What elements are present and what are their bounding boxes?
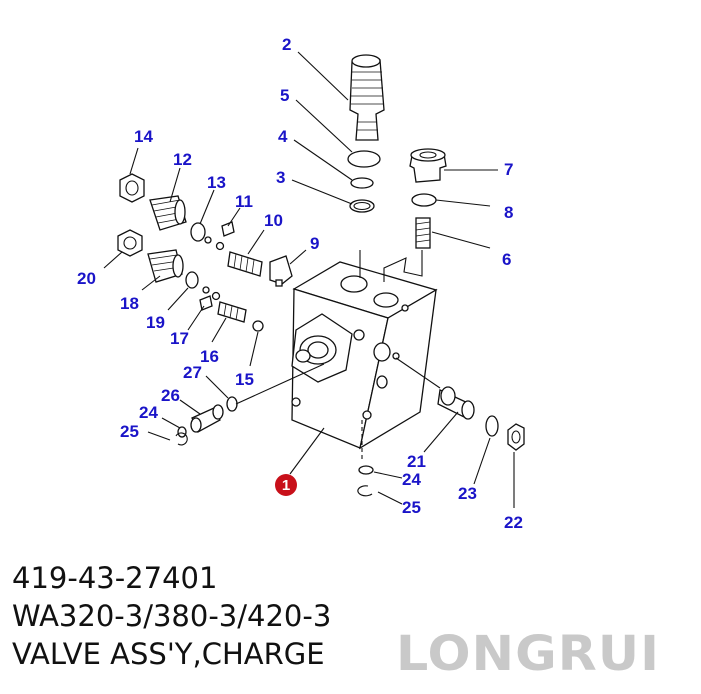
shim-part-11: [204, 221, 235, 251]
cartridge-part-2: [349, 54, 385, 141]
spring-part-6: [415, 217, 431, 249]
plug-part-7: [409, 148, 447, 183]
label-part-7: 7: [504, 160, 513, 179]
o-ring-8: [411, 193, 437, 207]
brand-watermark: LONGRUI: [396, 626, 660, 680]
spring-part-16: [217, 301, 247, 323]
main-part-badge-number: 1: [282, 477, 290, 494]
label-part-9: 9: [310, 234, 319, 253]
label-part-23: 23: [458, 484, 477, 503]
label-part-18: 18: [120, 294, 139, 313]
plug-part-21: [437, 386, 475, 420]
label-part-21: 21: [407, 452, 426, 471]
label-part-4: 4: [278, 127, 288, 146]
label-part-25-right: 25: [402, 498, 421, 517]
label-part-8: 8: [504, 203, 513, 222]
label-part-27: 27: [183, 363, 202, 382]
label-part-25-left: 25: [120, 422, 139, 441]
label-part-6: 6: [502, 250, 511, 269]
main-part-badge: 1: [275, 474, 297, 496]
nut-part-14: [119, 173, 145, 203]
o-ring-13: [190, 222, 206, 242]
label-part-3: 3: [276, 168, 285, 187]
label-part-5: 5: [280, 86, 289, 105]
shim-part-17: [199, 286, 221, 311]
o-ring-5: [347, 150, 381, 168]
label-part-2: 2: [282, 35, 291, 54]
compatible-models: WA320-3/380-3/420-3: [12, 599, 332, 633]
washer-part-24-left: [177, 426, 187, 438]
o-ring-19: [185, 271, 199, 289]
spool-part-18: [147, 249, 184, 283]
washer-part-24-right: [358, 465, 374, 475]
label-part-11: 11: [235, 192, 253, 211]
snap-ring-part-25-right: [357, 485, 373, 497]
label-part-12: 12: [173, 150, 192, 169]
part-description: VALVE ASS'Y,CHARGE: [12, 637, 325, 671]
leader-lines: [103, 51, 515, 508]
label-part-20: 20: [77, 269, 96, 288]
label-part-14: 14: [134, 127, 153, 146]
label-part-24-right: 24: [402, 470, 421, 489]
exploded-parts-diagram: 2 5 4 3 7 8 6 14 12 13 11 10 9 20 18 19 …: [77, 35, 525, 532]
watermark-text: LONGRUI: [396, 626, 660, 680]
part-labels: 2 5 4 3 7 8 6 14 12 13 11 10 9 20 18 19 …: [77, 35, 523, 532]
o-ring-23: [485, 415, 499, 437]
label-part-19: 19: [146, 313, 165, 332]
spring-part-10: [227, 251, 263, 277]
valve-body: [291, 250, 441, 462]
ring-3: [349, 199, 375, 213]
spool-part-12: [149, 195, 187, 231]
o-ring-27: [226, 396, 238, 412]
fitting-part-26: [190, 404, 224, 433]
label-part-15: 15: [235, 370, 254, 389]
label-part-10: 10: [264, 211, 283, 230]
label-part-22: 22: [504, 513, 523, 532]
label-part-17: 17: [170, 329, 189, 348]
label-part-13: 13: [207, 173, 226, 192]
label-part-16: 16: [200, 347, 219, 366]
o-ring-4: [350, 177, 374, 189]
label-part-26: 26: [161, 386, 180, 405]
ball-part-15: [252, 320, 264, 332]
cap-part-22: [507, 423, 525, 451]
plug-part-9: [269, 255, 293, 287]
part-number: 419-43-27401: [12, 561, 218, 595]
label-part-24-left: 24: [139, 403, 158, 422]
snap-ring-part-25-left: [175, 432, 188, 446]
nut-part-20: [117, 229, 143, 257]
